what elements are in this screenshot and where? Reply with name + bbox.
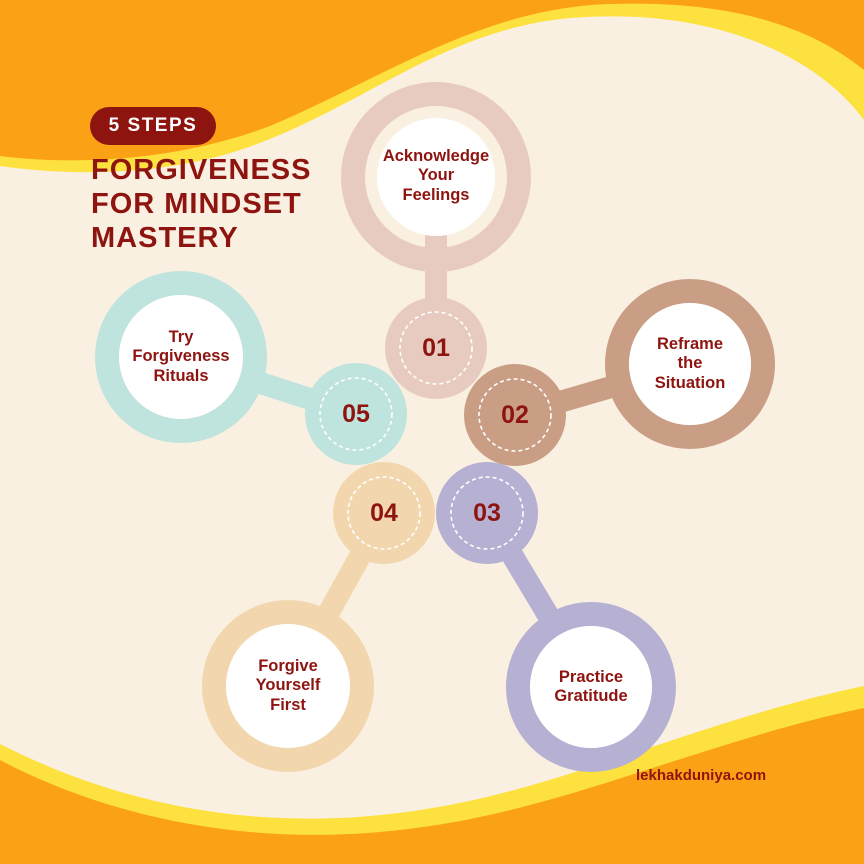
step-02-number: 02 — [501, 400, 529, 429]
step-04-label-line: Yourself — [255, 676, 321, 695]
step-04-number: 04 — [370, 498, 398, 527]
step-01-hub-dashes — [399, 311, 473, 385]
step-01-inner-circle — [377, 118, 495, 236]
step-01-label-line: Acknowledge — [382, 146, 490, 165]
wave-bottom-orange — [0, 708, 864, 864]
step-03-outer-ring — [506, 602, 676, 772]
step-04-inner-circle — [226, 624, 350, 748]
title-line-3: MASTERY — [91, 222, 239, 254]
step-01-label: Acknowledge Your Feelings — [366, 117, 506, 235]
step-02-label: Reframe the Situation — [625, 304, 755, 424]
step-05-label-line: Try — [168, 327, 194, 346]
step-03-label-line: Gratitude — [554, 687, 628, 705]
step-03-label: Practice Gratitude — [526, 627, 656, 747]
website-link[interactable]: lekhakduniya.com — [636, 767, 767, 784]
step-05-label-line: Rituals — [153, 366, 209, 385]
step-03-hub-dashes — [450, 476, 524, 550]
step-04-outer-ring — [202, 600, 374, 772]
step-01-number: 01 — [422, 333, 450, 362]
step-03-number: 03 — [473, 498, 501, 527]
step-05-inner-circle — [119, 295, 243, 419]
step-02-hub-dashes — [478, 378, 552, 452]
page-title: FORGIVENESS FOR MINDSET MASTERY — [91, 153, 312, 255]
step-04-label: Forgive Yourself First — [223, 626, 353, 746]
step-01-label-line: Feelings — [402, 185, 470, 204]
step-04-label-line: Forgive — [258, 656, 318, 675]
step-02-label-line: the — [677, 354, 703, 373]
step-01-outer-ring — [341, 82, 531, 272]
step-02-label-line: Reframe — [656, 334, 724, 353]
step-02-label-line: Situation — [654, 373, 726, 392]
step-03-label-line: Practice — [558, 667, 624, 686]
wave-top-orange — [0, 0, 864, 161]
step-05-outer-ring — [95, 271, 267, 443]
step-03-inner-circle — [530, 626, 652, 748]
step-02-inner-circle — [629, 303, 751, 425]
step-02-outer-ring — [605, 279, 775, 449]
step-05-number: 05 — [342, 399, 370, 428]
step-05-label: Try Forgiveness Rituals — [111, 297, 251, 417]
title-line-2: FOR MINDSET — [91, 188, 302, 220]
title-line-1: FORGIVENESS — [91, 154, 312, 186]
step-04-hub-dashes — [347, 476, 421, 550]
step-01-label-line: Your — [417, 166, 455, 185]
step-04-label-line: First — [270, 695, 306, 714]
steps-badge: 5 STEPS — [90, 107, 216, 145]
step-05-hub-dashes — [319, 377, 393, 451]
step-05-label-line: Forgiveness — [132, 347, 230, 366]
